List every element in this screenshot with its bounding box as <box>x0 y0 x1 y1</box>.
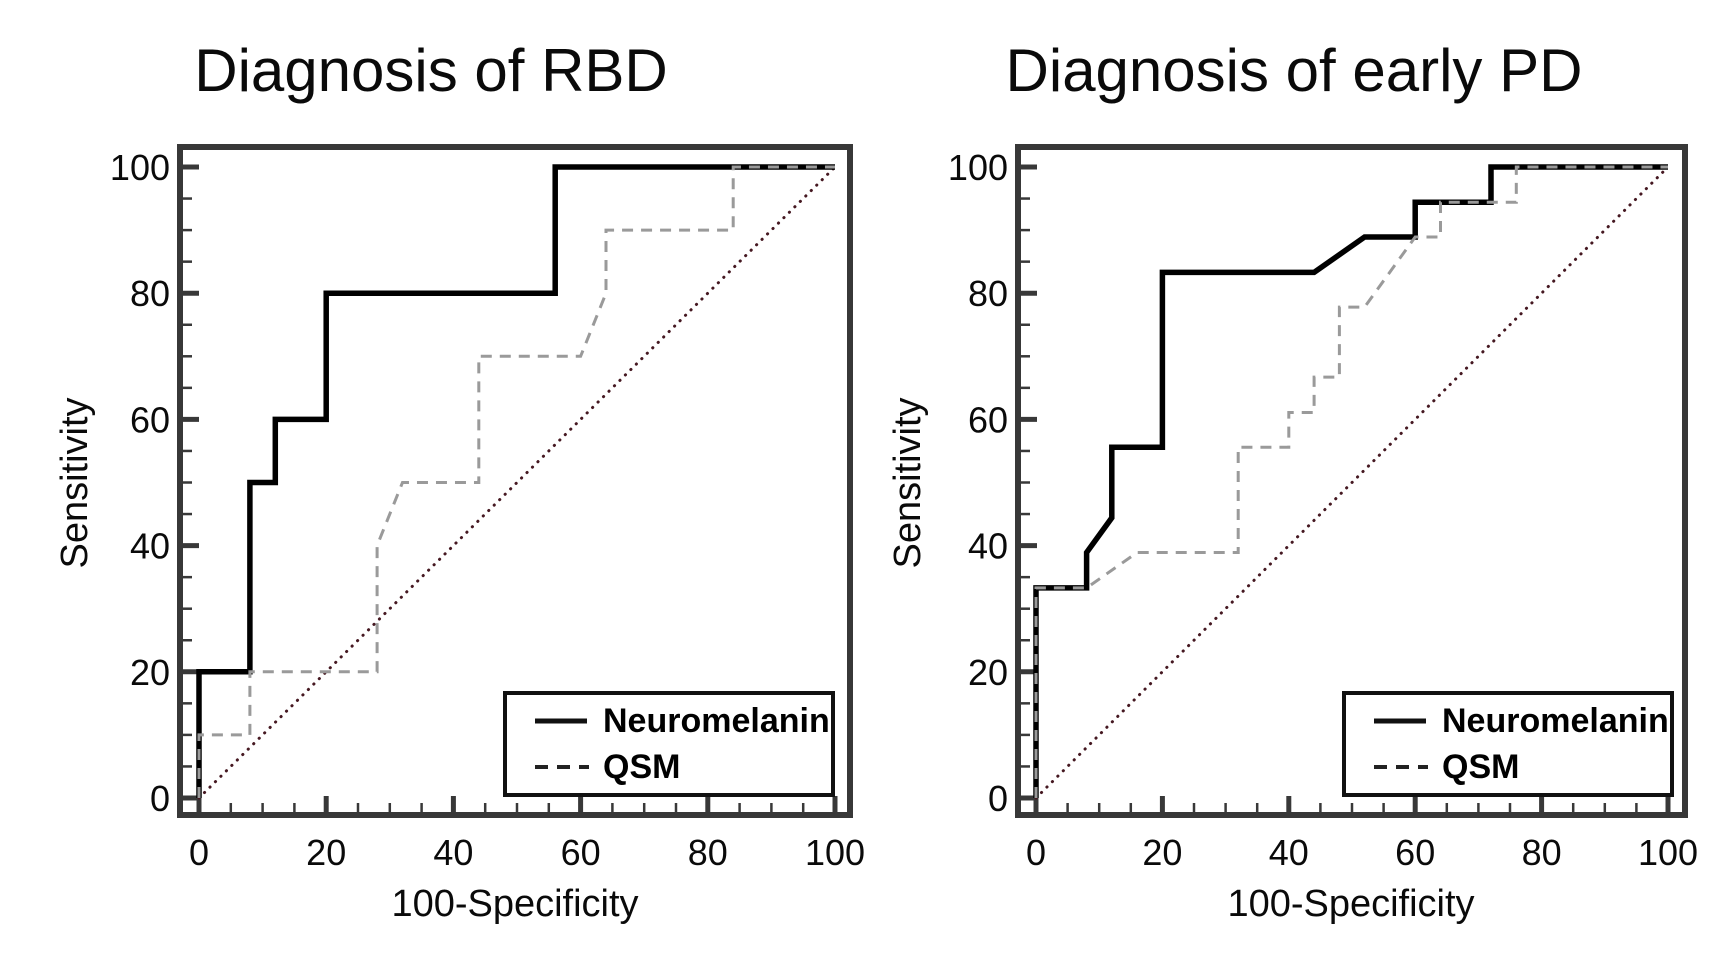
y-axis-tick-label: 0 <box>150 778 170 819</box>
legend-entry-qsm: QSM <box>1372 744 1670 790</box>
x-axis-tick-label: 80 <box>1522 832 1562 873</box>
legend-label: Neuromelanin <box>1442 702 1669 740</box>
plot-title-rbd: Diagnosis of RBD <box>194 37 668 104</box>
x-axis-tick-label: 20 <box>306 832 346 873</box>
roc-curve-qsm <box>197 165 835 798</box>
legend-entry-neuromelanin: Neuromelanin <box>1372 698 1670 744</box>
x-axis-tick-label: 100 <box>1638 832 1698 873</box>
plot-frame <box>1015 144 1688 818</box>
y-axis-tick-label: 80 <box>968 273 1008 314</box>
x-axis-tick-label: 0 <box>189 832 209 873</box>
legend-line-sample-solid <box>535 718 587 724</box>
y-axis-tick-label: 0 <box>988 778 1008 819</box>
reference-diagonal <box>1034 165 1670 800</box>
x-axis-tick-label: 100 <box>805 832 865 873</box>
roc-curve-neuromelanin <box>1033 164 1668 798</box>
y-axis-tick-label: 100 <box>110 147 170 188</box>
roc-plot-early-pd: 0 20 40 60 80 100 0 20 40 60 80 100 <box>948 144 1698 873</box>
x-axis-tick-label: 40 <box>433 832 473 873</box>
legend-box-early-pd: Neuromelanin QSM <box>1342 691 1674 797</box>
x-axis-tick-label: 0 <box>1026 832 1046 873</box>
y-axis-tick-label: 60 <box>968 399 1008 440</box>
y-axis-tick-label: 20 <box>968 652 1008 693</box>
x-axis-tick-label: 20 <box>1142 832 1182 873</box>
legend-entry-qsm: QSM <box>533 744 831 790</box>
y-axis-tick-label: 40 <box>130 526 170 567</box>
legend-line-sample-solid <box>1374 718 1426 724</box>
legend-line-sample-dashed <box>1374 765 1428 769</box>
x-axis-tick-label: 80 <box>688 832 728 873</box>
legend-box-rbd: Neuromelanin QSM <box>503 691 835 797</box>
legend-line-sample-dashed <box>535 765 589 769</box>
y-axis-title-right: Sensitivity <box>887 397 929 569</box>
plot-title-early-pd: Diagnosis of early PD <box>1005 37 1583 104</box>
x-axis-tick-label: 40 <box>1269 832 1309 873</box>
legend-entry-neuromelanin: Neuromelanin <box>533 698 831 744</box>
plot-frame <box>177 144 853 818</box>
x-axis-tick-label: 60 <box>561 832 601 873</box>
roc-curve-neuromelanin <box>196 164 835 798</box>
y-axis-tick-label: 40 <box>968 526 1008 567</box>
roc-curve-qsm <box>1034 165 1668 798</box>
x-axis-tick-label: 60 <box>1395 832 1435 873</box>
y-axis-title-left: Sensitivity <box>54 397 96 569</box>
reference-diagonal <box>197 165 837 800</box>
legend-label: QSM <box>603 748 681 786</box>
legend-label: QSM <box>1442 748 1520 786</box>
roc-plot-rbd: 0 20 40 60 80 100 0 20 40 60 80 100 <box>110 144 865 873</box>
x-axis-title-left: 100-Specificity <box>391 883 639 925</box>
y-axis-tick-label: 100 <box>948 147 1008 188</box>
y-axis-tick-label: 80 <box>130 273 170 314</box>
x-axis-title-right: 100-Specificity <box>1227 883 1475 925</box>
y-axis-tick-label: 20 <box>130 652 170 693</box>
legend-label: Neuromelanin <box>603 702 830 740</box>
y-axis-tick-label: 60 <box>130 399 170 440</box>
